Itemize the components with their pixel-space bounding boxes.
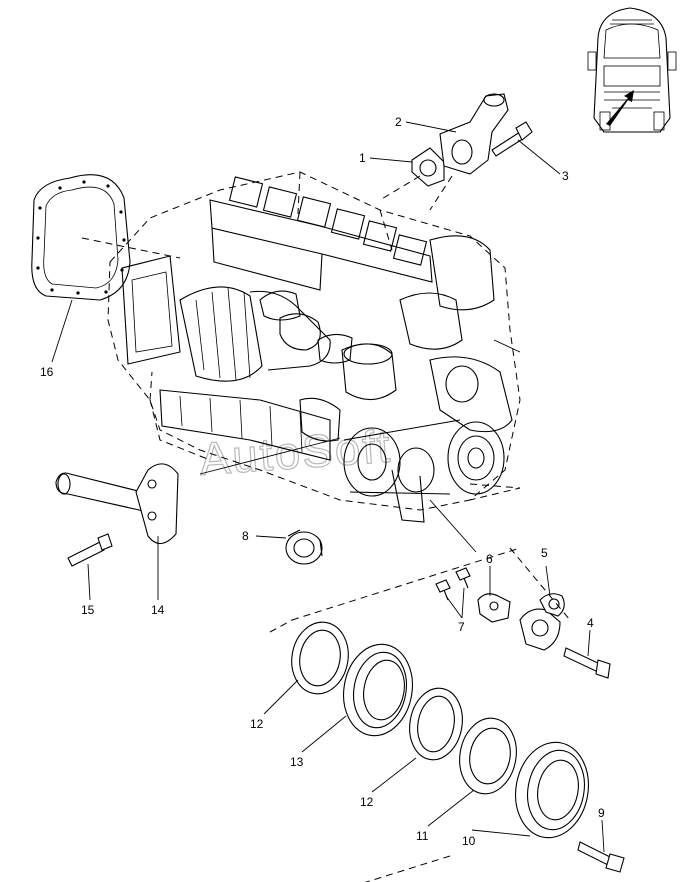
callout-10: 10: [462, 834, 476, 848]
callout-12a: 12: [250, 717, 264, 731]
callout-11: 11: [416, 829, 429, 843]
callout-labels: 1 2 3 4 5 6 7 8 9 10 11 12 12 13 14 15 1…: [40, 115, 605, 848]
callout-1: 1: [359, 151, 366, 165]
pipe-bracket: [135, 463, 179, 545]
crankshaft-pulley: [343, 643, 413, 737]
tensioner-bracket: [477, 593, 511, 623]
callout-7: 7: [458, 620, 465, 634]
tensioner-bolt: [563, 647, 611, 679]
callout-2: 2: [395, 115, 402, 129]
vibration-damper-ring: [459, 717, 517, 795]
pulley-seal-ring-2: [409, 687, 463, 761]
callout-5: 5: [541, 546, 548, 560]
pulley-seal-ring: [291, 621, 349, 695]
callout-15: 15: [81, 603, 95, 617]
idler-pulley: [285, 529, 323, 565]
callout-4: 4: [587, 616, 594, 630]
bracket-bolt: [67, 533, 113, 567]
callout-6: 6: [486, 552, 493, 566]
leader-lines: [51, 121, 605, 853]
callout-12b: 12: [360, 795, 374, 809]
bracket-screws: [435, 567, 471, 601]
exhaust-flange-gasket: [411, 147, 445, 187]
callout-3: 3: [562, 169, 569, 183]
flywheel-gasket: [31, 174, 131, 301]
damper-bolt: [577, 841, 625, 873]
belt-tensioner: [519, 593, 565, 651]
callout-8: 8: [242, 529, 249, 543]
exhaust-elbow: [439, 93, 509, 175]
vehicle-locator-icon: [587, 7, 677, 133]
exhaust-bolt: [491, 121, 533, 157]
callout-16: 16: [40, 365, 54, 379]
vibration-damper: [515, 741, 589, 839]
callout-13: 13: [290, 755, 304, 769]
callout-14: 14: [151, 603, 165, 617]
callout-9: 9: [598, 806, 605, 820]
